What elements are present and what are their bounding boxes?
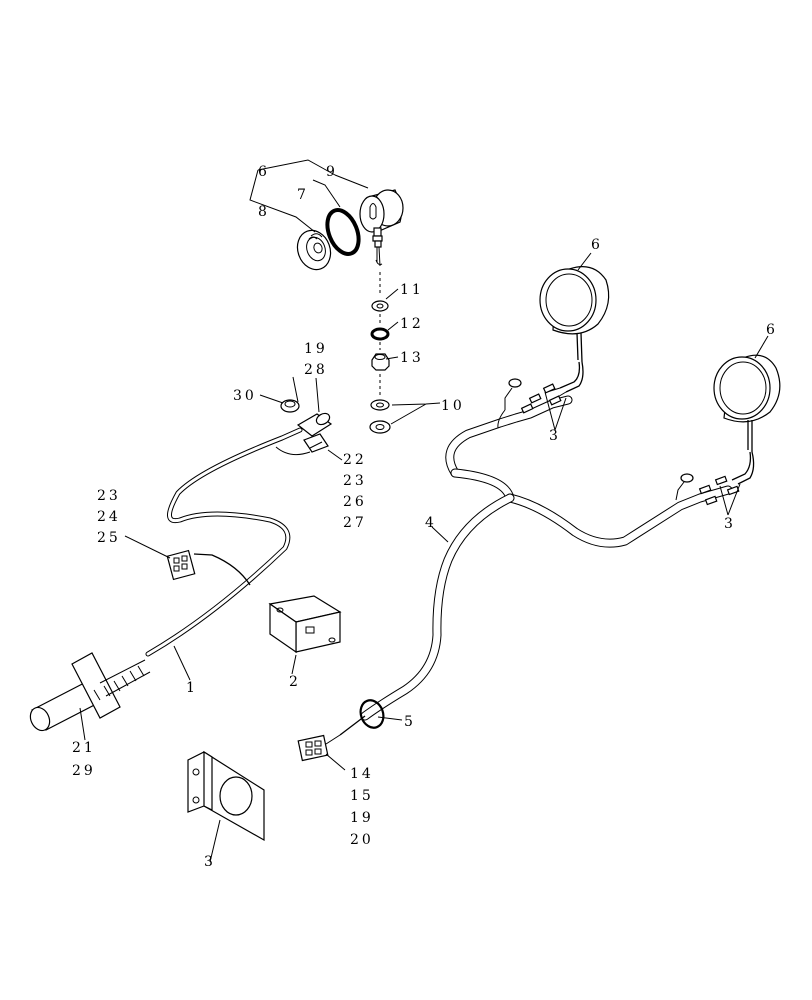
callout-3-upper: 3: [549, 428, 561, 444]
callout-22: 22: [343, 452, 367, 468]
connector-part-14: [297, 715, 366, 762]
callout-labels: 6 9 7 8 11 12 13 10 30 19 28 22 23 26 27…: [72, 164, 778, 870]
callout-12: 12: [400, 316, 424, 332]
callout-13: 13: [400, 350, 424, 366]
connector-part-22: [303, 433, 329, 453]
field-lamp-part-6-upper: [539, 266, 610, 399]
washers-part-10: [369, 399, 391, 434]
callout-27: 27: [343, 515, 367, 531]
callout-29: 29: [72, 763, 96, 779]
sensor-part-21: [29, 652, 151, 732]
callout-19-bottom: 19: [350, 810, 374, 826]
callout-9: 9: [326, 164, 338, 180]
callout-15: 15: [350, 788, 374, 804]
callout-6-top: 6: [258, 164, 270, 180]
grommet-part-30: [280, 399, 300, 413]
callout-11: 11: [400, 282, 424, 298]
leader-lines: [79, 159, 769, 863]
callout-19-top: 19: [304, 341, 328, 357]
o-ring-part-7: [325, 208, 361, 256]
bullet-connectors-upper: [520, 383, 562, 414]
callout-7: 7: [297, 187, 309, 203]
callout-28: 28: [304, 362, 328, 378]
nut-part-13: [371, 353, 390, 371]
callout-20: 20: [350, 832, 374, 848]
callout-3-lower: 3: [724, 516, 736, 532]
callout-2: 2: [289, 674, 301, 690]
callout-1: 1: [186, 680, 198, 696]
callout-10: 10: [441, 398, 465, 414]
callout-8: 8: [258, 204, 270, 220]
washer-part-11: [371, 300, 389, 312]
harness-part-1: [145, 427, 311, 657]
lock-washer-part-12: [370, 327, 390, 341]
callout-30: 30: [233, 388, 257, 404]
callout-24: 24: [97, 509, 121, 525]
callout-6-lamp2: 6: [766, 322, 778, 338]
callout-23-right: 23: [343, 473, 367, 489]
callout-23-left: 23: [97, 488, 121, 504]
callout-6-lamp1: 6: [591, 237, 603, 253]
callout-3-bracket: 3: [204, 854, 216, 870]
lamp-lens-part-8: [296, 229, 332, 271]
callout-21: 21: [72, 740, 96, 756]
callout-26: 26: [343, 494, 367, 510]
bracket-part-3: [187, 750, 265, 842]
callout-5: 5: [404, 714, 416, 730]
field-lamp-part-6-lower: [713, 354, 781, 485]
callout-4: 4: [425, 515, 437, 531]
relay-part-2: [268, 595, 342, 654]
harness-part-4: [360, 378, 733, 721]
callout-14: 14: [350, 766, 374, 782]
work-lamp-part-9: [359, 189, 404, 267]
connector-part-23-25: [166, 549, 196, 581]
sender-part-28: [296, 412, 333, 437]
callout-25: 25: [97, 530, 121, 546]
